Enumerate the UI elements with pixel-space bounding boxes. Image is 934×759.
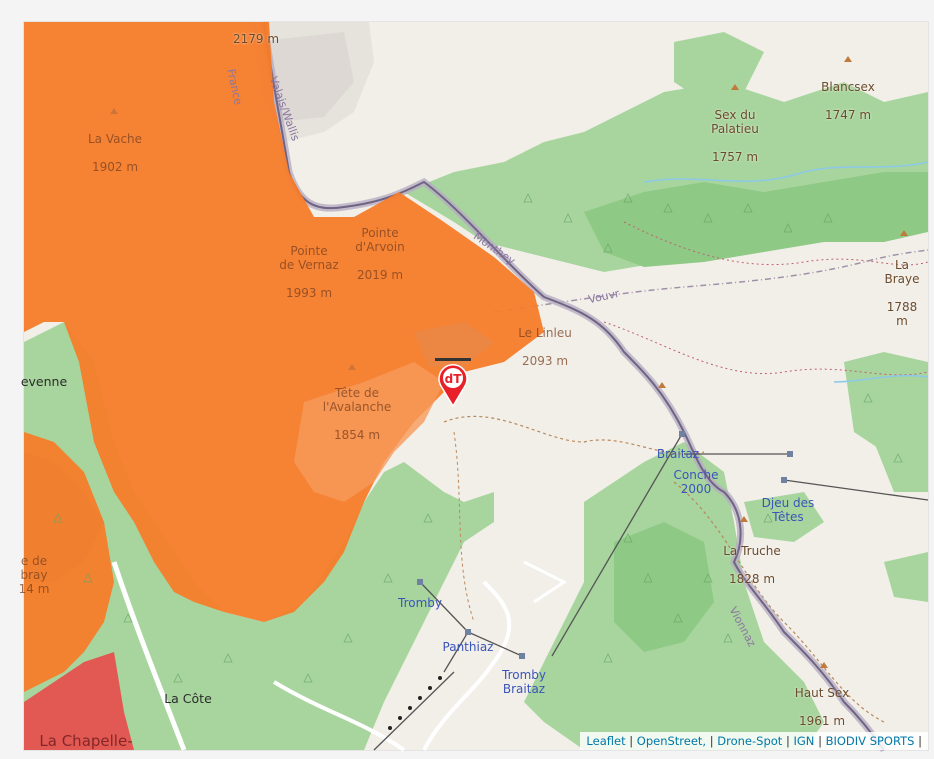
peak-label-pointe-darvoin: Pointe d'Arvoin 2019 m: [355, 212, 404, 282]
attribution-separator: |: [785, 734, 790, 748]
peak-elevation: 1961 m: [798, 714, 846, 728]
peak-elevation: 1788 m: [886, 300, 918, 328]
place-label-evenne: evenne: [20, 374, 68, 389]
attribution-separator: |: [709, 734, 714, 748]
attribution-openstreetmap-link[interactable]: OpenStreet,: [636, 734, 707, 748]
map-tiles: [24, 21, 929, 753]
attribution-separator: |: [918, 734, 922, 748]
ski-label-djeu-des-tetes: Djeu des Têtes: [761, 496, 815, 524]
peak-label-sex-du-palatieu: Sex du Palatieu 1757 m: [711, 94, 759, 164]
attribution-leaflet-link[interactable]: Leaflet: [586, 734, 626, 748]
map-container[interactable]: La Vache 1902 m Pointe de Vernaz 1993 m …: [19, 21, 929, 753]
place-label-la-cote: La Côte: [164, 691, 212, 706]
peak-label-la-truche: La Truche 1828 m: [723, 530, 781, 586]
peak-elevation: 1757 m: [711, 150, 759, 164]
peak-name: La Braye: [884, 258, 920, 286]
marker-text: dT: [445, 372, 463, 386]
attribution-separator: |: [629, 734, 634, 748]
peak-label-haut-sex: Haut Sex 1961 m: [795, 672, 849, 728]
peak-elevation: 2179 m: [232, 32, 280, 46]
peak-elevation: 2019 m: [356, 268, 404, 282]
peak-name: Pointe d'Arvoin: [355, 226, 405, 254]
peak-label-pointe-de-vernaz: Pointe de Vernaz 1993 m: [279, 230, 338, 300]
peak-label-left-partial: e de bray 14 m: [18, 554, 50, 596]
peak-name: Haut Sex: [794, 686, 850, 700]
attribution-ign-link[interactable]: IGN: [793, 734, 815, 748]
peak-label-le-linleu: Le Linleu 2093 m: [518, 312, 572, 368]
ski-label-tromby: Tromby: [398, 596, 442, 610]
ski-label-panthiaz: Panthiaz: [442, 640, 494, 654]
attribution-biodiv-sports-link[interactable]: BIODIV SPORTS: [825, 734, 915, 748]
peak-name: Tête de l'Avalanche: [322, 386, 392, 414]
ski-label-conche: Conche 2000: [673, 468, 719, 496]
attribution-drone-spot-link[interactable]: Drone-Spot: [717, 734, 783, 748]
peak-label-la-braye: La Braye 1788 m: [885, 244, 920, 328]
peak-elevation: 1747 m: [824, 108, 872, 122]
peak-elevation: 2093 m: [521, 354, 569, 368]
peak-name: Pointe de Vernaz: [279, 244, 339, 272]
peak-name: Le Linleu: [518, 326, 572, 340]
place-label-la-chapelle: La Chapelle-: [39, 732, 133, 750]
ski-label-tromby-braitaz: Tromby Braitaz: [502, 668, 546, 696]
peak-name: La Vache: [87, 132, 143, 146]
peak-name: Blancsex: [821, 80, 875, 94]
peak-elevation: 1854 m: [333, 428, 381, 442]
map-attribution: Leaflet | OpenStreet, | Drone-Spot | IGN…: [580, 732, 928, 750]
peak-name: La Truche: [723, 544, 781, 558]
peak-elevation: 1902 m: [91, 160, 139, 174]
attribution-separator: |: [818, 734, 822, 748]
ski-label-braitaz: Braitaz: [656, 447, 700, 461]
peak-name: Sex du Palatieu: [711, 108, 759, 136]
peak-label-la-vache: La Vache 1902 m: [88, 118, 142, 174]
peak-label-tete-de-lavalanche: Tête de l'Avalanche 1854 m: [323, 372, 391, 442]
peak-elevation: 1828 m: [728, 572, 776, 586]
peak-label-top: 2179 m: [233, 18, 279, 46]
peak-elevation: 1993 m: [285, 286, 333, 300]
peak-label-blancsex: Blancsex 1747 m: [821, 66, 875, 122]
drone-spot-marker-icon[interactable]: dT: [435, 358, 471, 408]
